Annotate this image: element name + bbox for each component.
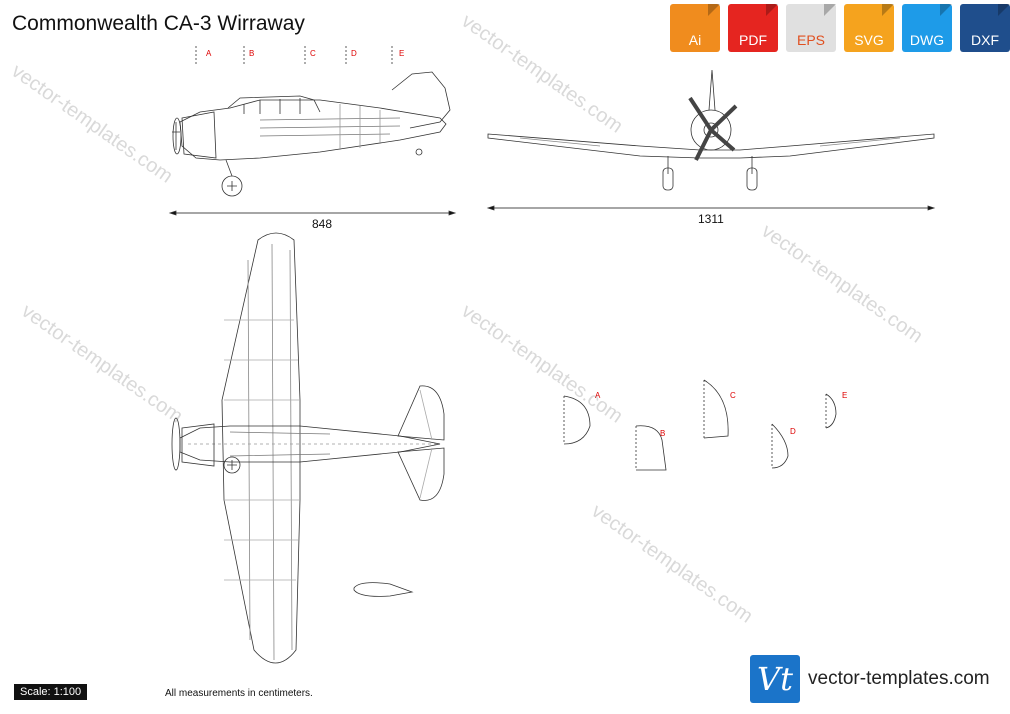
cross-section-a: A — [595, 391, 601, 400]
format-icon-dxf[interactable]: DXF — [960, 4, 1010, 52]
cross-section-e: E — [842, 391, 847, 400]
front-view — [486, 69, 936, 211]
format-icons: Ai PDF EPS SVG DWG DXF — [670, 4, 1010, 52]
page-title: Commonwealth CA-3 Wirraway — [12, 12, 305, 35]
side-view — [168, 46, 457, 216]
format-icon-ai[interactable]: Ai — [670, 4, 720, 52]
cross-section-d: D — [790, 427, 796, 436]
measurement-note: All measurements in centimeters. — [165, 688, 313, 699]
brand[interactable]: Vt vector-templates.com — [750, 655, 990, 703]
section-label-b: B — [249, 49, 254, 58]
format-icon-eps[interactable]: EPS — [786, 4, 836, 52]
cross-section-c: C — [730, 391, 736, 400]
format-icon-dwg[interactable]: DWG — [902, 4, 952, 52]
top-view — [171, 232, 445, 664]
format-icon-svg[interactable]: SVG — [844, 4, 894, 52]
scale-badge: Scale: 1:100 — [14, 684, 88, 700]
length-dimension: 848 — [312, 217, 333, 231]
section-label-a: A — [206, 49, 212, 58]
format-icon-pdf[interactable]: PDF — [728, 4, 778, 52]
cross-sections — [563, 379, 837, 471]
section-label-e: E — [399, 49, 404, 58]
brand-text: vector-templates.com — [808, 668, 990, 689]
section-label-c: C — [310, 49, 316, 58]
span-dimension: 1311 — [698, 212, 724, 226]
brand-logo: Vt — [750, 655, 800, 703]
cross-section-b: B — [660, 429, 665, 438]
section-label-d: D — [351, 49, 357, 58]
